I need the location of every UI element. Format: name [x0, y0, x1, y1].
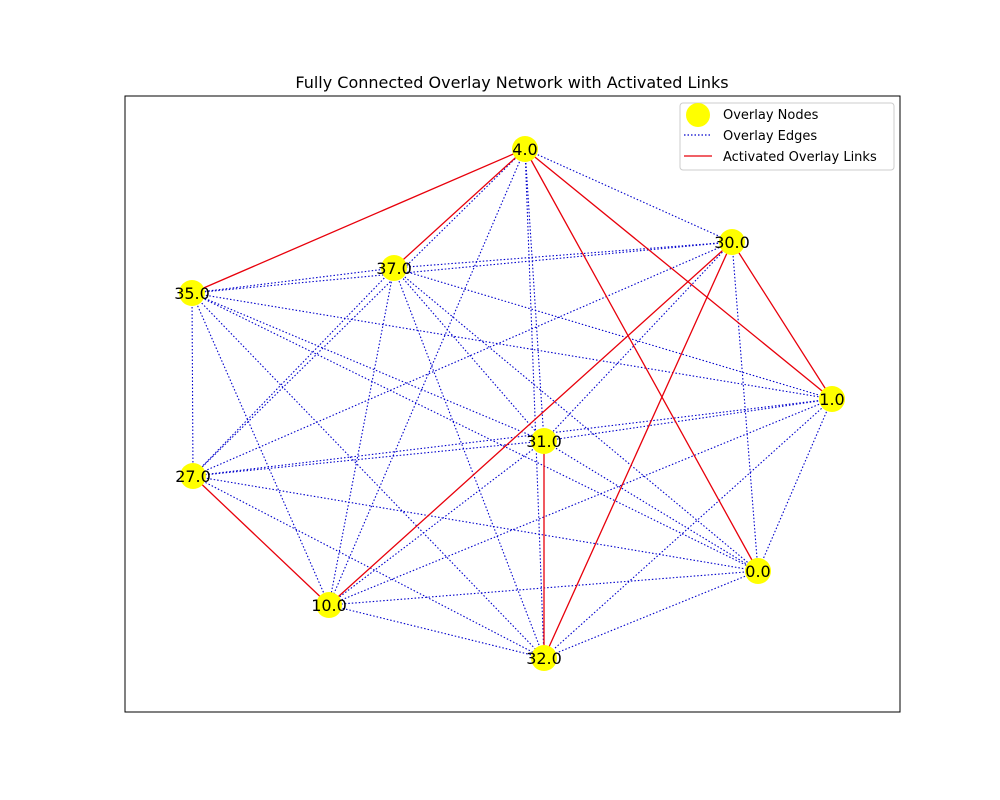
legend-label-overlay-edges: Overlay Edges [723, 129, 817, 144]
node-label-1-0: 1.0 [819, 390, 844, 409]
overlay-edge-37-0-1-0 [393, 267, 833, 400]
activated-link-30-0-32-0 [543, 241, 733, 659]
node-label-4-0: 4.0 [512, 140, 537, 159]
node-4-0 [512, 136, 538, 162]
node-label-10-0: 10.0 [311, 596, 347, 615]
overlay-edge-4-0-32-0 [524, 148, 545, 659]
nodes-group [179, 136, 845, 671]
overlay-edge-27-0-32-0 [192, 475, 545, 659]
overlay-edge-37-0-32-0 [393, 267, 545, 659]
node-31-0 [531, 428, 557, 454]
overlay-edge-1-0-27-0 [192, 398, 833, 477]
overlay-edge-31-0-0-0 [543, 440, 759, 572]
overlay-edge-30-0-35-0 [191, 241, 733, 294]
node-label-35-0: 35.0 [174, 284, 210, 303]
overlay-edge-1-0-10-0 [328, 398, 833, 606]
node-label-27-0: 27.0 [175, 467, 211, 486]
overlay-edge-4-0-10-0 [328, 148, 526, 606]
overlay-edge-37-0-27-0 [192, 267, 395, 477]
activated-link-4-0-1-0 [524, 148, 833, 400]
overlay-edge-4-0-31-0 [524, 148, 545, 442]
node-label-32-0: 32.0 [526, 649, 562, 668]
overlay-edge-31-0-10-0 [328, 440, 545, 606]
overlay-edge-10-0-32-0 [328, 604, 545, 659]
node-label-30-0: 30.0 [714, 233, 750, 252]
overlay-edge-4-0-30-0 [524, 148, 733, 243]
node-0-0 [745, 558, 771, 584]
legend: Overlay Nodes Overlay Edges Activated Ov… [679, 102, 895, 171]
node-35-0 [179, 280, 205, 306]
overlay-edge-1-0-31-0 [543, 398, 833, 442]
activated-link-30-0-1-0 [731, 241, 833, 400]
legend-label-nodes: Overlay Nodes [723, 108, 819, 123]
legend-box [679, 102, 895, 171]
node-labels-group: 4.0 30.0 37.0 35.0 1.0 31.0 27.0 0.0 10.0 32.0 [174, 140, 845, 668]
node-37-0 [381, 255, 407, 281]
overlay-edge-4-0-27-0 [192, 148, 526, 477]
node-label-31-0: 31.0 [526, 432, 562, 451]
overlay-edge-0-0-32-0 [543, 570, 759, 659]
overlay-edge-37-0-0-0 [393, 267, 759, 572]
overlay-edge-30-0-31-0 [543, 241, 733, 442]
node-label-0-0: 0.0 [745, 562, 770, 581]
activated-link-30-0-10-0 [328, 241, 733, 606]
overlay-edge-37-0-31-0 [393, 267, 545, 442]
node-27-0 [180, 463, 206, 489]
activated-link-4-0-37-0 [393, 148, 526, 269]
node-1-0 [819, 386, 845, 412]
overlay-edge-35-0-10-0 [191, 292, 330, 606]
activated-links-group [191, 148, 833, 659]
overlay-edge-35-0-31-0 [191, 292, 545, 442]
activated-link-27-0-10-0 [192, 475, 330, 606]
chart-title: Fully Connected Overlay Network with Act… [295, 73, 728, 92]
overlay-edge-30-0-27-0 [192, 241, 733, 477]
overlay-edges-group [191, 148, 833, 659]
overlay-edge-30-0-0-0 [731, 241, 759, 572]
overlay-edge-35-0-27-0 [191, 292, 194, 477]
activated-link-4-0-35-0 [191, 148, 526, 294]
node-32-0 [531, 645, 557, 671]
overlay-edge-35-0-32-0 [191, 292, 545, 659]
overlay-edge-27-0-0-0 [192, 475, 759, 572]
plot-frame [124, 95, 901, 713]
node-label-37-0: 37.0 [376, 259, 412, 278]
overlay-edge-37-0-35-0 [191, 267, 395, 294]
overlay-edge-35-0-0-0 [191, 292, 759, 572]
node-10-0 [316, 592, 342, 618]
legend-node-marker [686, 103, 710, 127]
activated-link-4-0-0-0 [524, 148, 759, 572]
node-30-0 [719, 229, 745, 255]
overlay-edge-30-0-37-0 [393, 241, 733, 269]
overlay-edge-31-0-27-0 [192, 440, 545, 477]
legend-label-activated-links: Activated Overlay Links [723, 150, 877, 165]
